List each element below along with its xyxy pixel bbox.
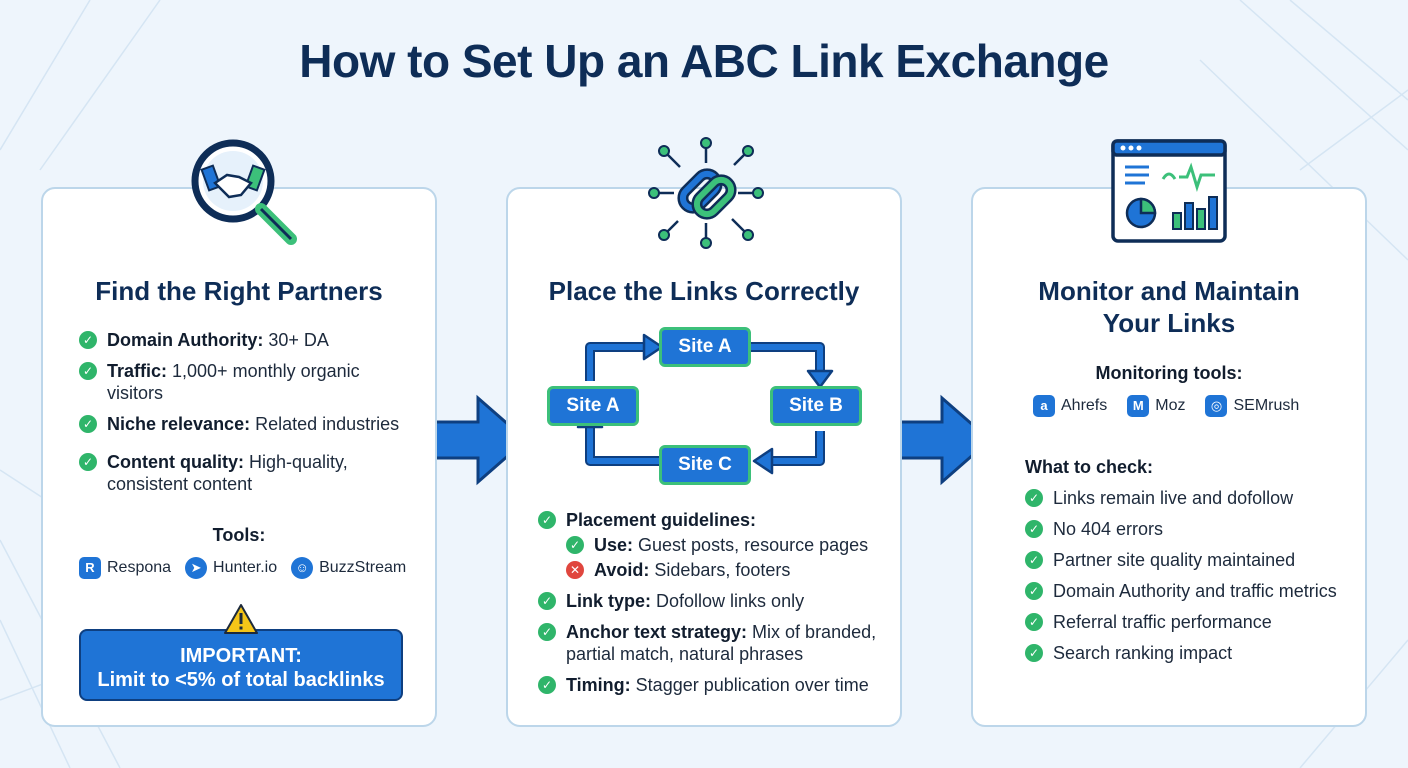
tool-buzzstream: ☺BuzzStream <box>291 557 406 579</box>
placement-list: ✓Placement guidelines: ✓Use: Guest posts… <box>538 509 888 696</box>
check-icon: ✓ <box>79 331 97 349</box>
list-item: ✓Search ranking impact <box>1025 642 1345 664</box>
check-icon: ✓ <box>79 453 97 471</box>
criteria-list: ✓Domain Authority: 30+ DA ✓Traffic: 1,00… <box>79 329 419 495</box>
analytics-dashboard-icon <box>1111 139 1227 243</box>
check-icon: ✓ <box>538 511 556 529</box>
check-icon: ✓ <box>1025 582 1043 600</box>
list-item: ✓Niche relevance: Related industries <box>79 413 419 435</box>
buzzstream-icon: ☺ <box>291 557 314 579</box>
check-icon: ✓ <box>79 415 97 433</box>
handshake-magnifier-icon <box>191 139 297 245</box>
check-icon: ✓ <box>538 623 556 641</box>
card-monitor-links: Monitor and Maintain Your Links Monitori… <box>971 139 1367 727</box>
list-item: ✓Use: Guest posts, resource pages <box>566 534 888 556</box>
hunter-icon: ➤ <box>185 557 208 579</box>
chain-link-network-icon <box>648 137 764 249</box>
node-site-a-top: Site A <box>659 327 751 367</box>
respona-icon: R <box>79 557 101 579</box>
warning-icon <box>224 604 258 634</box>
check-icon: ✓ <box>1025 520 1043 538</box>
important-title: IMPORTANT: <box>180 645 302 667</box>
card-title: Place the Links Correctly <box>548 276 860 306</box>
list-item: ✓Link type: Dofollow links only <box>538 590 888 612</box>
list-item: ✓Partner site quality maintained <box>1025 549 1345 571</box>
important-text: Limit to <5% of total backlinks <box>97 669 385 691</box>
list-item: ✓Timing: Stagger publication over time <box>538 674 888 696</box>
ahrefs-icon: a <box>1033 395 1055 417</box>
semrush-icon: ◎ <box>1205 395 1228 417</box>
check-icon: ✓ <box>79 362 97 380</box>
what-to-check-label: What to check: <box>1025 457 1154 477</box>
card-title: Monitor and Maintain Your Links <box>1038 276 1300 338</box>
monitoring-tools-label: Monitoring tools: <box>1095 363 1243 383</box>
list-item: ✕Avoid: Sidebars, footers <box>566 559 888 581</box>
check-icon: ✓ <box>1025 551 1043 569</box>
page-title: How to Set Up an ABC Link Exchange <box>299 35 1109 87</box>
node-site-c: Site C <box>659 445 751 485</box>
list-item: ✓Traffic: 1,000+ monthly organic visitor… <box>79 360 419 404</box>
card-title: Find the Right Partners <box>95 276 383 306</box>
node-site-a-left: Site A <box>547 386 639 426</box>
card-place-links: Place the Links Correctly Site A Site B … <box>506 137 902 727</box>
list-item: ✓Referral traffic performance <box>1025 611 1345 633</box>
cross-icon: ✕ <box>566 561 584 579</box>
check-icon: ✓ <box>566 536 584 554</box>
check-icon: ✓ <box>1025 613 1043 631</box>
node-site-b: Site B <box>770 386 862 426</box>
check-icon: ✓ <box>538 676 556 694</box>
list-item: ✓Domain Authority and traffic metrics <box>1025 580 1345 602</box>
link-cycle-arrows <box>576 333 834 475</box>
list-item: ✓Anchor text strategy: Mix of branded, p… <box>538 621 888 665</box>
check-list: ✓Links remain live and dofollow ✓No 404 … <box>1025 487 1345 664</box>
list-item: ✓Links remain live and dofollow <box>1025 487 1345 509</box>
important-callout: IMPORTANT: Limit to <5% of total backlin… <box>79 629 403 701</box>
tool-hunter: ➤Hunter.io <box>185 557 277 579</box>
check-icon: ✓ <box>538 592 556 610</box>
list-item: ✓Domain Authority: 30+ DA <box>79 329 419 351</box>
check-icon: ✓ <box>1025 489 1043 507</box>
check-icon: ✓ <box>1025 644 1043 662</box>
moz-icon: M <box>1127 395 1150 417</box>
list-item: ✓No 404 errors <box>1025 518 1345 540</box>
tools-label: Tools: <box>212 525 266 545</box>
tool-semrush: ◎SEMrush <box>1205 395 1299 417</box>
list-item: ✓Placement guidelines: <box>538 509 888 531</box>
list-item: ✓Content quality: High-quality, consiste… <box>79 451 419 495</box>
card-find-partners: Find the Right Partners ✓Domain Authorit… <box>41 139 437 727</box>
